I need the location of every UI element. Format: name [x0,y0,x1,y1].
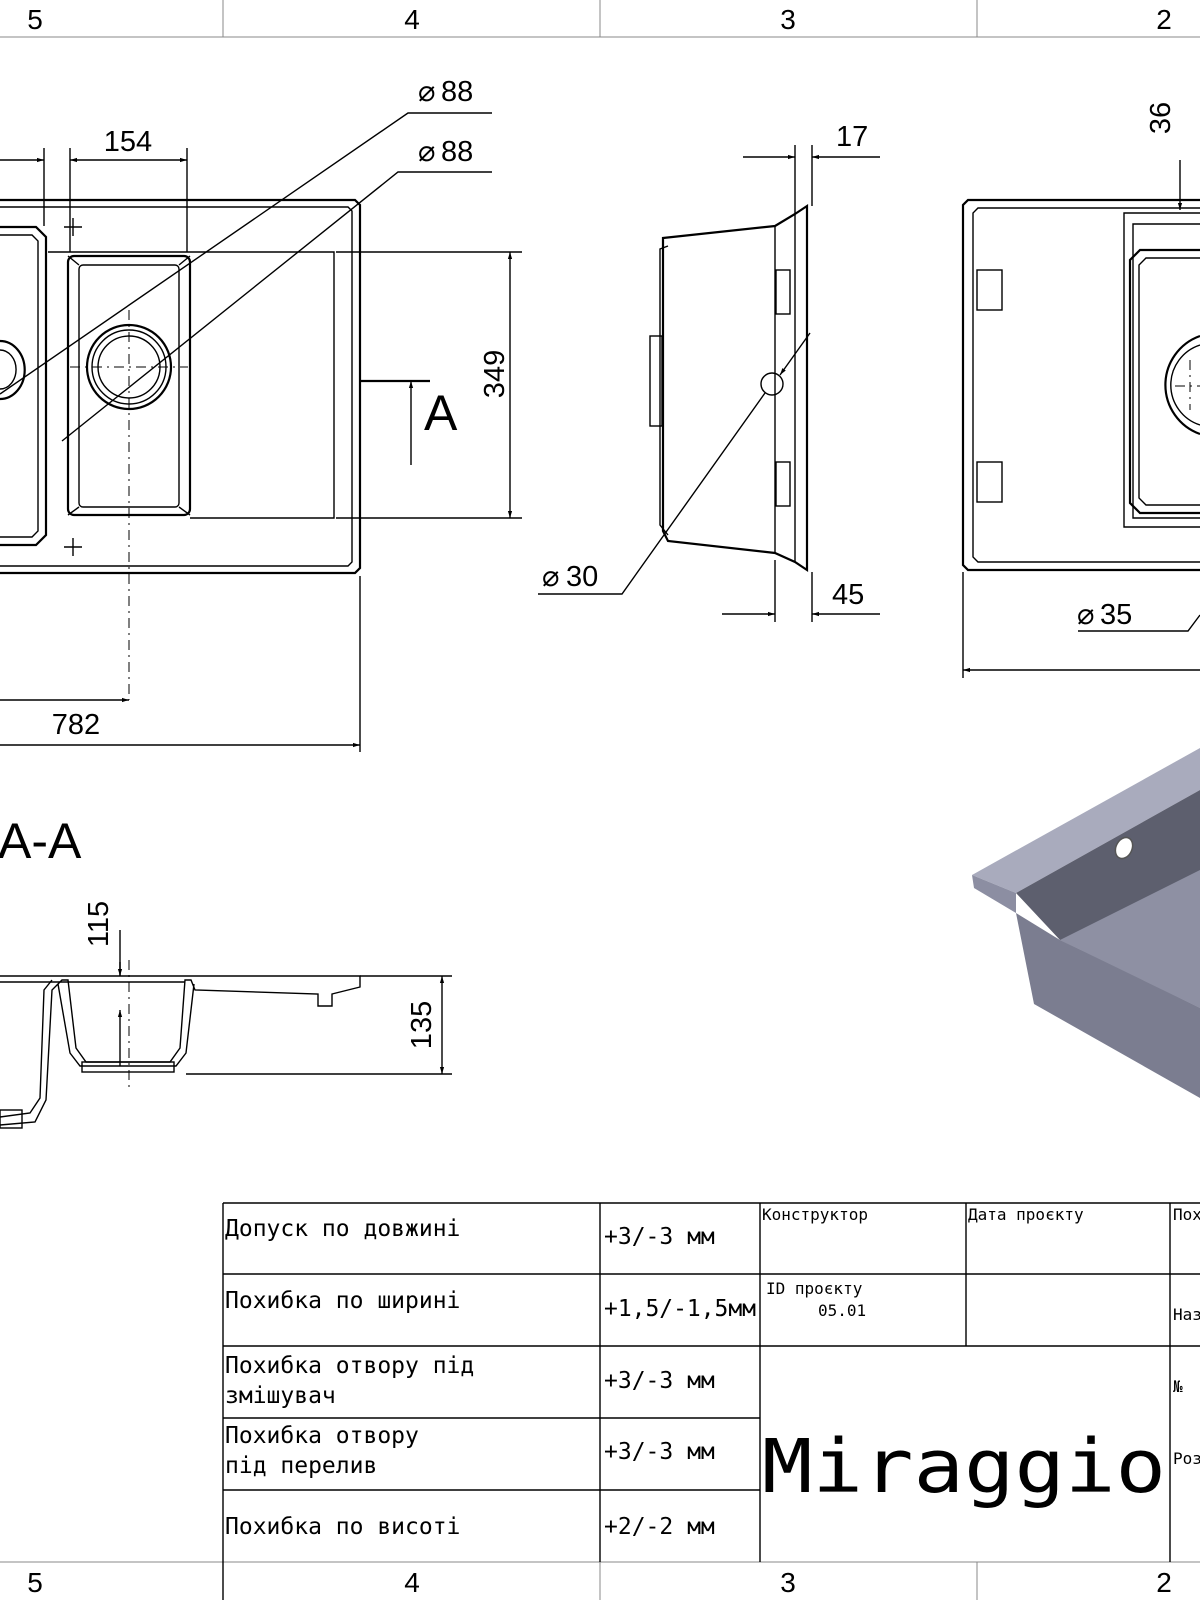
zone-label: 5 [27,1567,43,1598]
tolerance-label: змішувач [225,1383,336,1409]
brand-logo: Miraggio [762,1424,1166,1510]
dim-bowl-depth: 115 [83,901,115,947]
side-outline [661,203,809,573]
dim-overflow: 30 [566,561,598,593]
tolerance-label: під перелив [225,1453,377,1479]
edge-fragment: № [1173,1377,1183,1396]
tolerance-label: Похибка отвору [225,1423,419,1449]
diameter-symbol: ⌀ [542,561,559,593]
section-title: A-A [0,813,82,869]
dim-height: 135 [406,1001,438,1049]
zone-labels-bottom: 5 4 3 2 [27,1567,1172,1598]
zone-label: 3 [780,4,796,35]
diameter-symbol: ⌀ [418,136,435,168]
side-view: 17 45 ⌀ 30 [538,121,880,622]
edge-fragment: Роз [1173,1449,1200,1468]
edge-fragment: Пох [1173,1205,1200,1224]
drainboard [48,251,335,519]
tolerance-label: Похибка по ширині [225,1288,460,1314]
dim-drain-hole: 88 [441,136,473,168]
zone-label: 4 [404,4,420,35]
zone-label: 3 [780,1567,796,1598]
zone-label: 5 [27,4,43,35]
zone-label: 4 [404,1567,420,1598]
dim-side-depth: 45 [832,579,864,611]
sink-outline [0,198,362,575]
title-block: Допуск по довжині +3/-3 мм Похибка по ши… [222,1202,1200,1600]
dim-bowl-width: 154 [104,126,152,158]
project-id-label: ID проєкту [766,1279,863,1298]
section-view: A-A 115 135 [0,813,452,1129]
main-bowl [0,225,48,547]
dim-top: 36 [1145,102,1177,134]
dim-faucet-hole: 88 [441,76,473,108]
tolerance-label: Похибка отвору під [225,1353,474,1379]
top-view: 154 ⌀ 88 ⌀ 88 349 A 782 [0,76,522,752]
dim-35: 35 [1100,599,1132,631]
diameter-symbol: ⌀ [1077,599,1094,631]
sink-render [972,748,1200,1098]
overflow-hole [760,372,784,396]
diameter-symbol: ⌀ [418,76,435,108]
tolerance-value: +3/-3 мм [604,1439,715,1465]
zone-labels-top: 5 4 3 2 [27,4,1172,35]
project-id-value: 05.01 [818,1301,866,1320]
tolerance-label: Похибка по висоті [225,1514,460,1540]
zone-label: 2 [1156,1567,1172,1598]
dim-bowl-height: 349 [479,350,511,398]
dim-length: 782 [52,709,100,741]
section-marker: A [424,385,458,441]
tolerance-value: +2/-2 мм [604,1514,715,1540]
zone-label: 2 [1156,4,1172,35]
end-outline [961,198,1200,572]
dim-flange: 17 [836,121,868,153]
tolerance-value: +3/-3 мм [604,1368,715,1394]
date-label: Дата проєкту [968,1205,1084,1224]
drain-hole-left [0,339,26,401]
tolerance-value: +1,5/-1,5мм [604,1296,756,1322]
overflow-hole-render [1114,836,1134,860]
end-view: 36 ⌀ 35 [961,102,1200,678]
designer-label: Конструктор [762,1205,868,1224]
edge-fragment: Наз [1173,1305,1200,1324]
tolerance-label: Допуск по довжині [225,1216,460,1242]
tolerance-value: +3/-3 мм [604,1224,715,1250]
